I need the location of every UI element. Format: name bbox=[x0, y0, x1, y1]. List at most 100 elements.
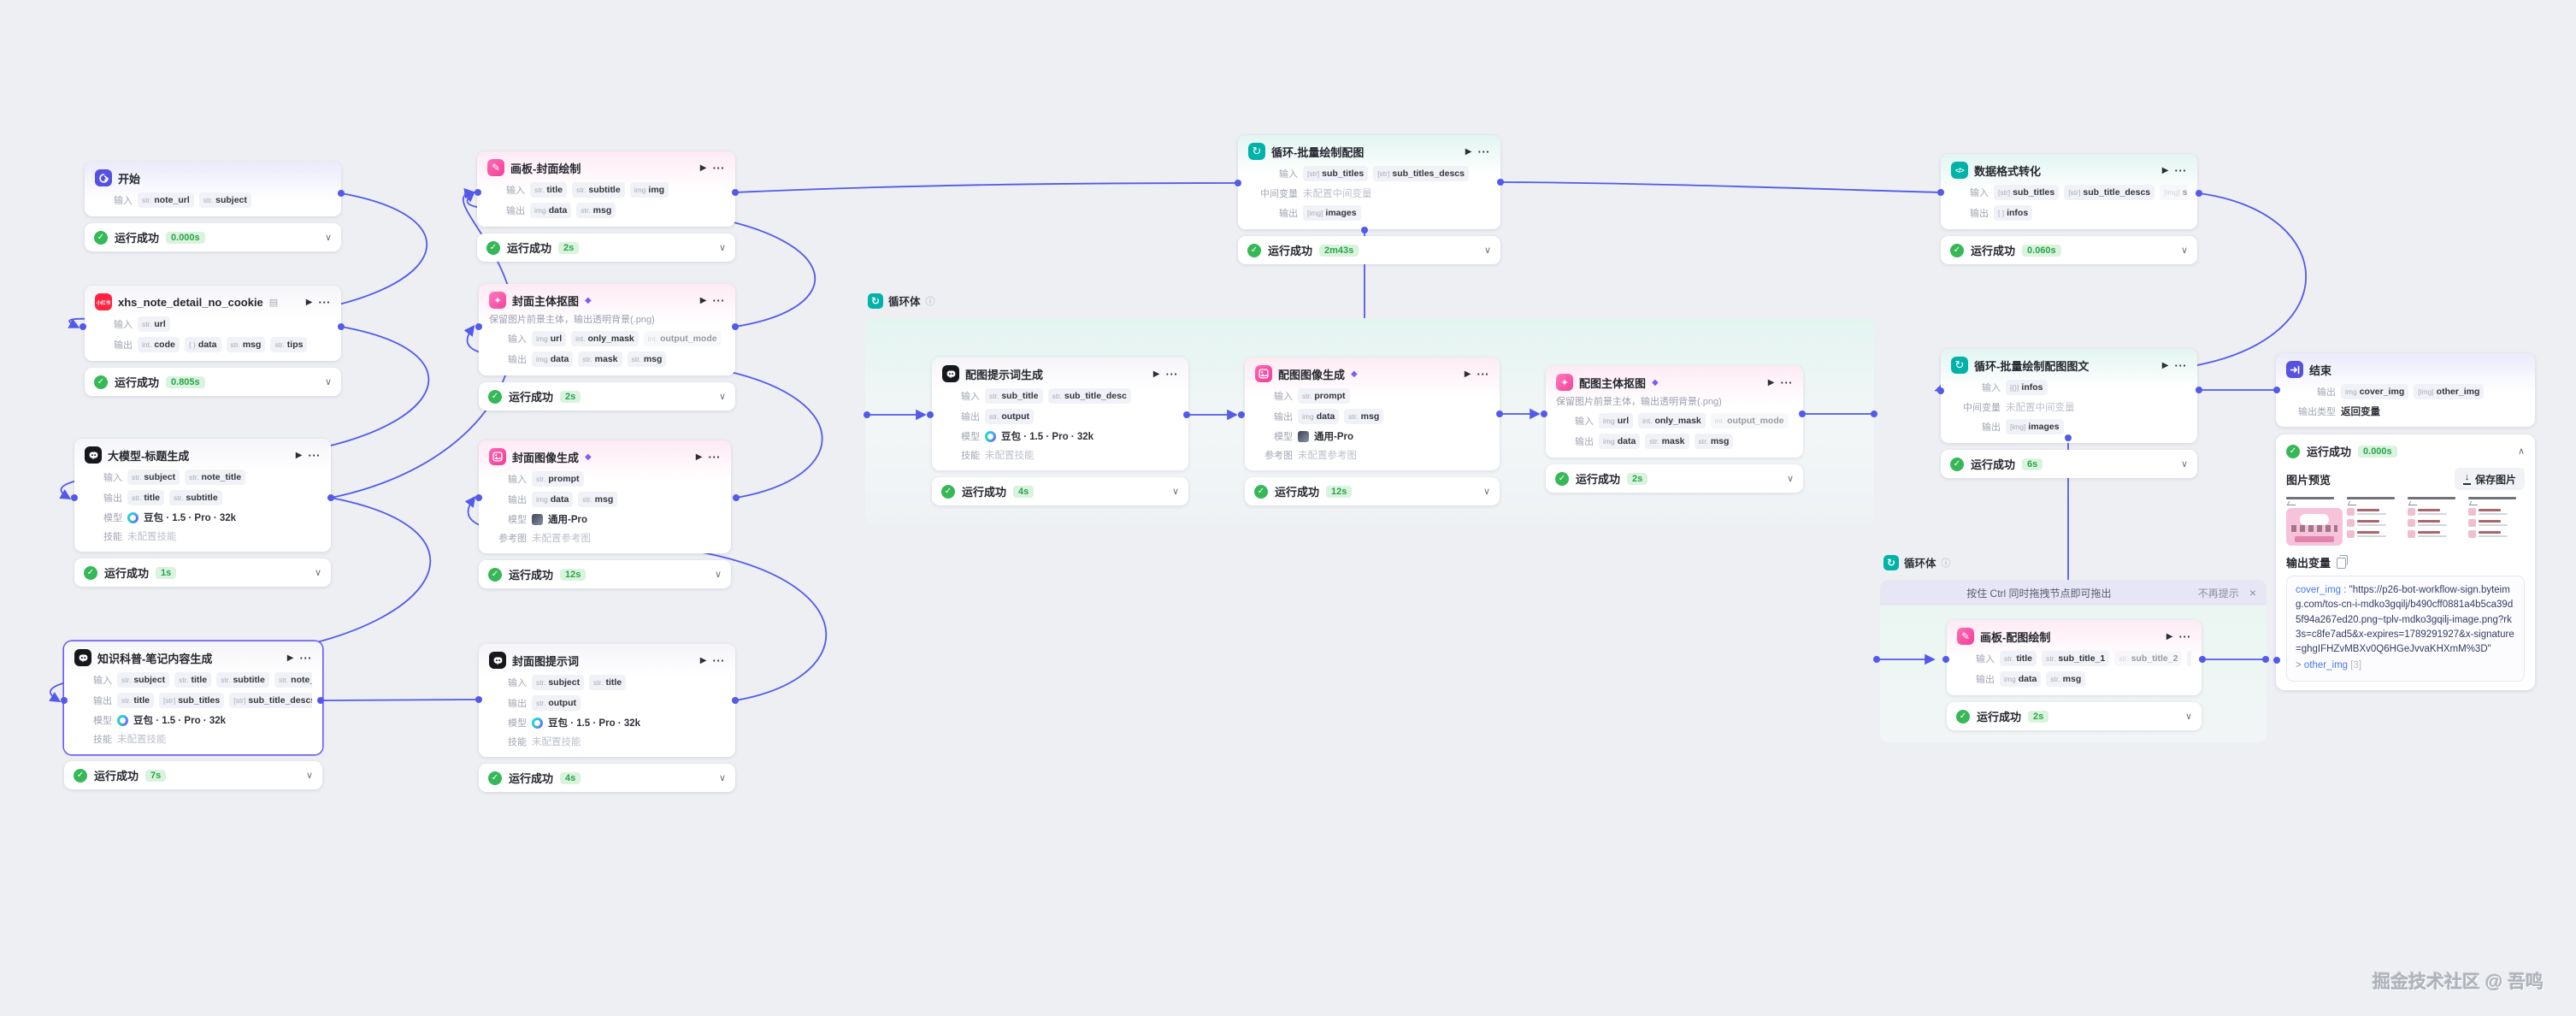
run-node-button[interactable]: ▶ bbox=[695, 452, 703, 462]
expand-caret-icon[interactable]: > bbox=[2296, 660, 2302, 671]
chevron-down-icon[interactable]: ∨ bbox=[314, 568, 321, 578]
node-data-format-convert[interactable]: </>数据格式转化▶···输入[str]sub_titles[str]sub_t… bbox=[1941, 154, 2197, 264]
node-more-button[interactable]: ··· bbox=[712, 293, 725, 307]
info-icon[interactable]: ⓘ bbox=[925, 296, 935, 307]
chevron-down-icon[interactable]: ∨ bbox=[305, 771, 313, 781]
close-icon[interactable]: × bbox=[2249, 586, 2256, 600]
run-node-button[interactable]: ▶ bbox=[1152, 369, 1160, 379]
chevron-down-icon[interactable]: ∨ bbox=[324, 377, 332, 387]
run-node-button[interactable]: ▶ bbox=[1767, 377, 1775, 387]
run-node-button[interactable]: ▶ bbox=[2166, 631, 2173, 641]
run-node-button[interactable]: ▶ bbox=[1464, 369, 1471, 379]
copy-icon[interactable] bbox=[2337, 555, 2349, 569]
run-node-button[interactable]: ▶ bbox=[1465, 146, 1472, 157]
chevron-down-icon[interactable]: ∨ bbox=[324, 233, 332, 243]
node-more-button[interactable]: ··· bbox=[2174, 358, 2187, 372]
run-node-button[interactable]: ▶ bbox=[305, 297, 313, 307]
node-more-button[interactable]: ··· bbox=[299, 651, 312, 665]
no-more-hint-button[interactable]: 不再提示 bbox=[2197, 587, 2239, 600]
node-more-button[interactable]: ··· bbox=[318, 295, 331, 309]
node-loop-batch-draw-figures[interactable]: ↻循环-批量绘制配图▶···输入[str]sub_titles[str]sub_… bbox=[1238, 135, 1500, 264]
json-key-other-img[interactable]: other_img bbox=[2303, 660, 2349, 671]
node-card[interactable]: ↻循环-批量绘制配图▶···输入[str]sub_titles[str]sub_… bbox=[1238, 135, 1500, 229]
chevron-down-icon[interactable]: ∨ bbox=[718, 243, 726, 253]
node-more-button[interactable]: ··· bbox=[1780, 375, 1793, 389]
run-node-button[interactable]: ▶ bbox=[295, 450, 303, 460]
info-icon[interactable]: ⓘ bbox=[1941, 558, 1951, 569]
run-node-button[interactable]: ▶ bbox=[699, 162, 707, 173]
node-more-button[interactable]: ··· bbox=[1165, 367, 1178, 381]
chevron-down-icon[interactable]: ∨ bbox=[718, 392, 726, 402]
node-more-button[interactable]: ··· bbox=[2174, 163, 2187, 177]
chevron-down-icon[interactable]: ∨ bbox=[718, 773, 726, 783]
end-status-row[interactable]: ✓ 运行成功 0.000s ∧ bbox=[2286, 443, 2525, 459]
preview-thumbnail[interactable] bbox=[2347, 497, 2403, 546]
run-node-button[interactable]: ▶ bbox=[286, 653, 294, 663]
node-more-button[interactable]: ··· bbox=[1477, 145, 1490, 158]
run-node-button[interactable]: ▶ bbox=[699, 295, 707, 305]
chevron-down-icon[interactable]: ∨ bbox=[2184, 712, 2192, 722]
node-more-button[interactable]: ··· bbox=[308, 448, 321, 462]
overflow-chip[interactable]: ··· bbox=[2187, 651, 2191, 666]
preview-thumbnail[interactable] bbox=[2468, 497, 2525, 546]
node-more-button[interactable]: ··· bbox=[712, 161, 725, 174]
chevron-down-icon[interactable]: ∨ bbox=[1483, 487, 1490, 497]
chevron-up-icon[interactable]: ∧ bbox=[2517, 446, 2525, 457]
chevron-down-icon[interactable]: ∨ bbox=[1171, 487, 1179, 497]
output-vars-json[interactable]: cover_img : "https://p26-bot-workflow-si… bbox=[2286, 576, 2525, 682]
chevron-down-icon[interactable]: ∨ bbox=[1786, 474, 1794, 484]
run-node-button[interactable]: ▶ bbox=[2161, 360, 2169, 370]
node-more-button[interactable]: ··· bbox=[708, 450, 721, 464]
chevron-down-icon[interactable]: ∨ bbox=[1483, 245, 1491, 256]
save-image-button[interactable]: ↓ 保存图片 bbox=[2454, 468, 2525, 490]
chevron-down-icon[interactable]: ∨ bbox=[2180, 459, 2188, 470]
node-card[interactable]: </>数据格式转化▶···输入[str]sub_titles[str]sub_t… bbox=[1941, 154, 2197, 229]
preview-thumbnail[interactable] bbox=[2286, 497, 2343, 546]
run-node-button[interactable]: ▶ bbox=[2161, 165, 2169, 175]
chevron-down-icon[interactable]: ∨ bbox=[2180, 245, 2188, 256]
node-more-button[interactable]: ··· bbox=[2178, 629, 2191, 643]
node-more-button[interactable]: ··· bbox=[712, 653, 725, 667]
node-more-button[interactable]: ··· bbox=[1477, 367, 1489, 381]
